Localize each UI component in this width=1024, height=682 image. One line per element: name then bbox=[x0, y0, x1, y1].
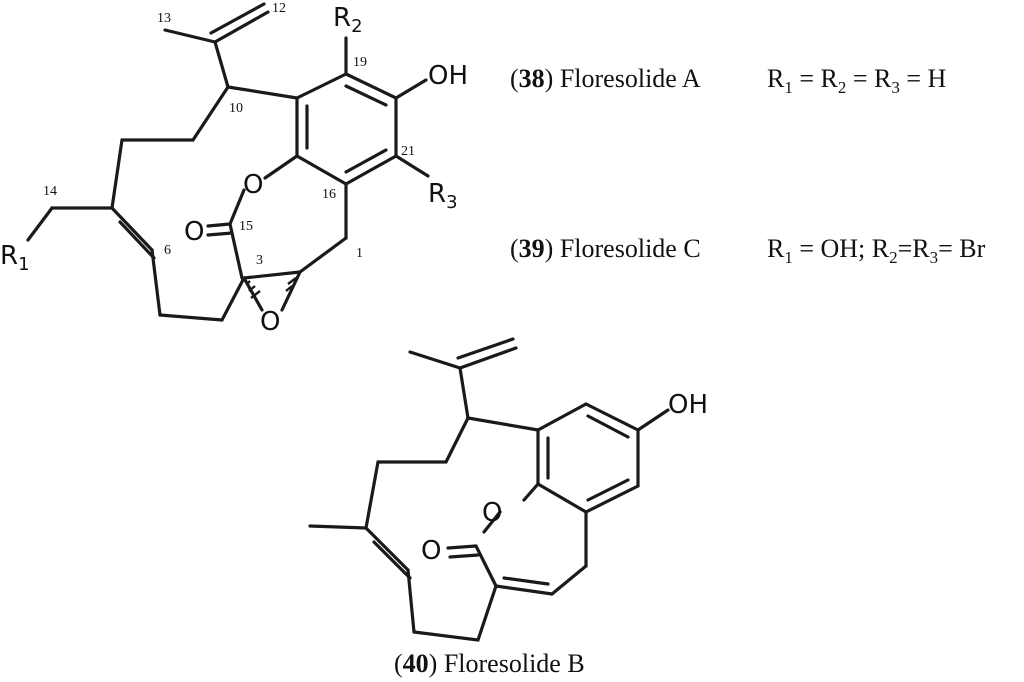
epoxide-oxygen-label: O bbox=[260, 307, 280, 337]
atom-numbers-top: 12 13 19 10 21 16 14 15 6 3 1 bbox=[43, 1, 415, 268]
atom-number-12: 12 bbox=[272, 1, 286, 16]
r2-label: R2 bbox=[333, 3, 363, 37]
oh-label: OH bbox=[428, 61, 468, 91]
structure-floresolide-b: OH O O bbox=[308, 337, 708, 642]
atom-number-13: 13 bbox=[157, 11, 171, 26]
stereo-wedges-top bbox=[246, 277, 297, 299]
ester-oxygen-label-bottom: O bbox=[482, 498, 502, 528]
ester-oxygen-label: O bbox=[243, 170, 263, 200]
atom-number-6: 6 bbox=[164, 243, 171, 258]
bonds-bottom bbox=[308, 337, 670, 642]
oh-label-bottom: OH bbox=[668, 390, 708, 420]
caption-floresolide-a: (38) Floresolide A R1 = R2 = R3 = H bbox=[510, 64, 947, 97]
carbonyl-oxygen-label-bottom: O bbox=[421, 536, 441, 566]
structure-floresolide-a-c: R1 R2 R3 OH O O O 12 13 19 10 21 16 14 1… bbox=[0, 1, 468, 337]
atom-number-1: 1 bbox=[356, 246, 363, 261]
atom-number-21: 21 bbox=[401, 144, 415, 159]
atom-number-16: 16 bbox=[322, 187, 336, 202]
atom-number-15: 15 bbox=[239, 219, 253, 234]
atom-number-14: 14 bbox=[43, 184, 57, 199]
atom-labels-top: R1 R2 R3 OH O O O bbox=[0, 3, 468, 337]
r3-label: R3 bbox=[428, 179, 458, 213]
r1-label: R1 bbox=[0, 241, 30, 275]
caption-floresolide-b: (40) Floresolide B bbox=[394, 649, 585, 678]
atom-number-19: 19 bbox=[353, 55, 367, 70]
atom-number-10: 10 bbox=[229, 101, 243, 116]
carbonyl-oxygen-label: O bbox=[184, 217, 204, 247]
atom-number-3: 3 bbox=[256, 253, 263, 268]
caption-floresolide-c: (39) Floresolide C R1 = OH; R2=R3= Br bbox=[510, 234, 986, 267]
bonds-top bbox=[26, 2, 430, 322]
atom-labels-bottom: OH O O bbox=[421, 390, 708, 566]
